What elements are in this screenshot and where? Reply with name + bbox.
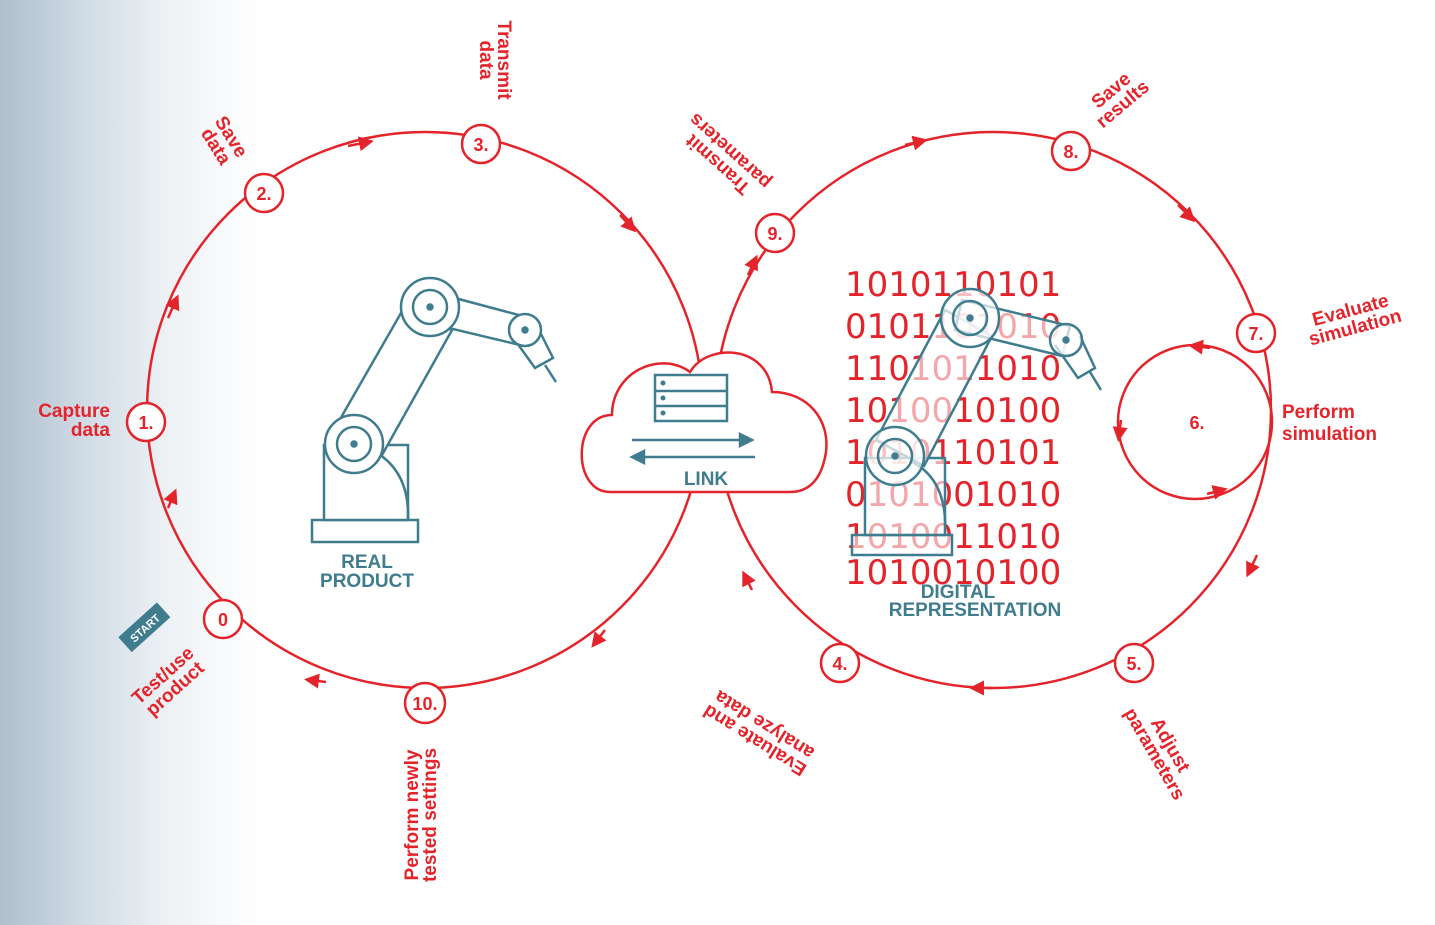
step-marker-8: 8. [1050,130,1092,172]
step-label-2: Save data [196,113,251,169]
step-marker-10: 10. [403,681,447,725]
step-marker-0: 0 [202,598,244,640]
step-number: 8. [1063,142,1078,162]
step-label-7: Evaluate simulation [1307,290,1404,350]
step-marker-3: 3. [460,123,502,165]
step-marker-7: 7. [1235,312,1277,354]
start-badge: START [118,602,171,653]
step-label-0: Test/use product [128,643,209,721]
svg-text:simulation: simulation [1282,424,1377,445]
bidirectional-arrow-icon [629,431,755,466]
step-number: 0 [218,610,228,630]
svg-text:data: data [71,420,111,441]
step-number: 10. [412,694,437,714]
step-marker-2: 2. [243,172,285,214]
step-number: 3. [473,135,488,155]
step-markers: 0 1. 2. 3. 4. 5. 6. 7. [125,123,1277,725]
step-number: 6. [1189,413,1204,433]
step-marker-6: 6. [1189,413,1204,433]
step-label-1: Capture data [38,401,110,441]
step-label-8: Save results [1088,68,1154,132]
step-label-5: Adjust parameters [1119,705,1194,804]
svg-text:tested settings: tested settings [420,748,441,882]
step-label-10: Perform newly tested settings [402,748,441,882]
link-label: LINK [684,469,729,490]
robot-arm-icon [310,276,558,544]
binary-row: 1010010100 [845,553,1061,593]
digital-representation-label-line2: REPRESENTATION [889,600,1061,621]
step-label-3: Transmit data [475,20,514,100]
step-number: 1. [138,413,153,433]
svg-text:Capture: Capture [38,401,110,422]
step-number: 2. [256,184,271,204]
real-product-label-line1: REAL [341,552,393,573]
svg-text:Perform: Perform [1282,402,1355,423]
step-marker-4: 4. [819,642,861,684]
step-marker-5: 5. [1113,642,1155,684]
svg-text:Perform newly: Perform newly [402,749,423,880]
digital-representation-label-line1: DIGITAL [921,582,996,603]
step-number: 9. [767,224,782,244]
step-label-9: Transmit parameters [681,109,775,199]
flow-arrows [163,135,1260,696]
step-number: 5. [1126,654,1141,674]
step-number: 4. [832,654,847,674]
svg-text:Transmit: Transmit [493,20,514,100]
svg-text:data: data [475,40,496,80]
step-label-4: Evaluate and analyze data [700,685,818,779]
step-marker-9: 9. [754,212,796,254]
real-product-label-line2: PRODUCT [320,571,414,592]
step-number: 7. [1248,324,1263,344]
robot-arm-icon [850,287,1103,557]
step-label-6: Perform simulation [1282,402,1377,445]
step-marker-1: 1. [125,401,167,443]
